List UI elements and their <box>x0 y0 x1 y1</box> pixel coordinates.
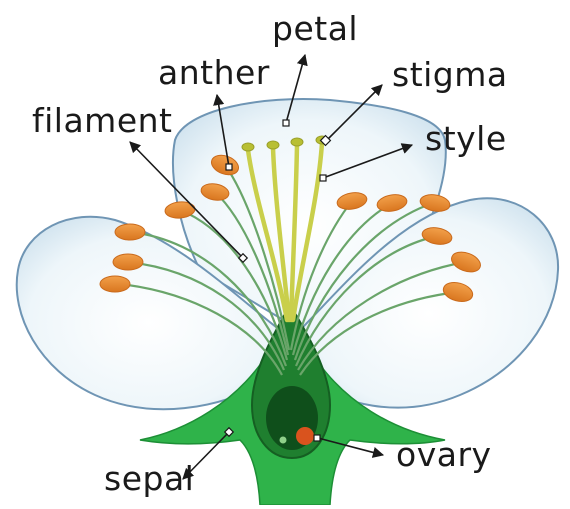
label-sepal: sepal <box>104 462 194 495</box>
marker <box>226 164 232 170</box>
ovule-small <box>280 437 287 444</box>
marker <box>314 435 320 441</box>
marker <box>283 120 289 126</box>
label-filament: filament <box>32 104 172 137</box>
anther-sac <box>100 276 130 292</box>
stigma-tip <box>291 138 303 146</box>
anther-sac <box>113 254 143 270</box>
label-petal: petal <box>272 12 358 45</box>
marker <box>320 175 326 181</box>
stigma-tip <box>242 143 254 151</box>
ovule-red <box>296 427 314 445</box>
label-stigma: stigma <box>392 58 508 91</box>
label-style: style <box>425 122 507 155</box>
label-anther: anther <box>158 56 270 89</box>
stigma-tip <box>267 141 279 149</box>
anther-sac <box>115 224 145 240</box>
label-ovary: ovary <box>396 438 492 471</box>
